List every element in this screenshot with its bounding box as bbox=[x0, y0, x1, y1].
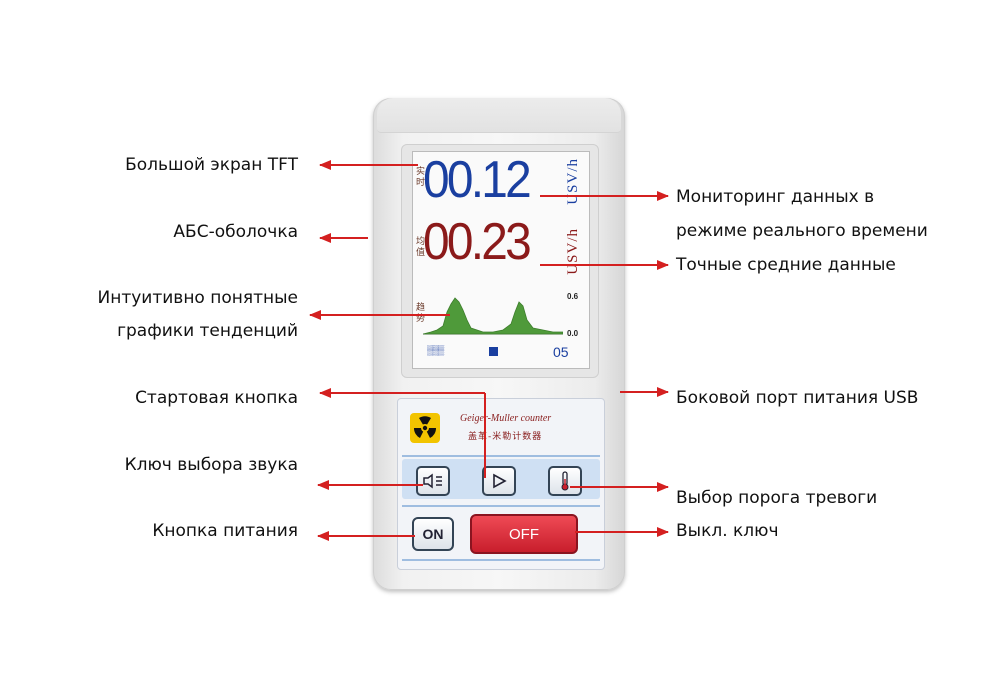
start-button[interactable] bbox=[482, 466, 516, 496]
average-value: 00.23 bbox=[423, 213, 532, 271]
stop-status-icon bbox=[489, 347, 498, 356]
label-average-data: Точные средние данные bbox=[676, 255, 896, 275]
panel-divider-top bbox=[402, 455, 600, 457]
panel-divider-bottom bbox=[402, 559, 600, 561]
screen-bezel: 实 时 00.12 USV/h 均 值 00.23 USV/h 趋 势 0.6 … bbox=[401, 144, 599, 378]
trend-tag-char-1: 趋 bbox=[416, 302, 426, 312]
realtime-value: 00.12 bbox=[423, 151, 532, 209]
average-tag-char-1: 均 bbox=[416, 236, 426, 246]
signal-icon: ▒▒▒ bbox=[427, 345, 444, 355]
sound-select-button[interactable] bbox=[416, 466, 450, 496]
counter-value: 05 bbox=[553, 344, 569, 360]
label-realtime-monitoring: Мониторинг данных в режиме реального вре… bbox=[676, 184, 928, 244]
tft-screen: 实 时 00.12 USV/h 均 值 00.23 USV/h 趋 势 0.6 … bbox=[412, 151, 590, 369]
label-tft-screen: Большой экран TFT bbox=[125, 155, 298, 175]
label-start-button: Стартовая кнопка bbox=[135, 388, 298, 408]
panel-divider-mid bbox=[402, 505, 600, 507]
power-off-button[interactable]: OFF bbox=[470, 514, 578, 554]
realtime-tag-char-2: 时 bbox=[416, 177, 426, 187]
average-tag-char-2: 值 bbox=[416, 247, 426, 257]
label-power-button: Кнопка питания bbox=[152, 521, 298, 541]
play-icon bbox=[493, 473, 507, 489]
label-trend-graphs-line2: графики тенденций bbox=[117, 321, 298, 341]
trend-tag: 趋 势 bbox=[416, 302, 426, 324]
label-realtime-line1: Мониторинг данных в bbox=[676, 187, 875, 207]
speaker-icon bbox=[423, 473, 442, 489]
label-sound-key: Ключ выбора звука bbox=[124, 455, 298, 475]
alarm-threshold-button[interactable] bbox=[548, 466, 582, 496]
label-alarm-threshold: Выбор порога тревоги bbox=[676, 488, 878, 508]
label-abs-shell: АБС-оболочка bbox=[173, 222, 298, 242]
scale-top-label: 0.6 bbox=[567, 292, 579, 301]
label-trend-graphs: Интуитивно понятные графики тенденций bbox=[40, 285, 299, 344]
realtime-tag: 实 时 bbox=[416, 166, 426, 188]
power-on-button[interactable]: ON bbox=[412, 517, 454, 551]
average-tag: 均 值 bbox=[416, 236, 426, 258]
device-top-ridge bbox=[377, 98, 621, 133]
realtime-tag-char-1: 实 bbox=[416, 166, 426, 176]
label-usb-port: Боковой порт питания USB bbox=[676, 388, 919, 408]
label-trend-graphs-line1: Интуитивно понятные bbox=[97, 288, 299, 308]
brand-subtitle: 盖革-米勒计数器 bbox=[468, 432, 543, 442]
trend-tag-char-2: 势 bbox=[416, 313, 426, 323]
thermometer-icon bbox=[561, 471, 569, 491]
radiation-hazard-icon bbox=[410, 413, 440, 443]
brand-label: Geiger-Muller counter bbox=[460, 413, 552, 424]
trend-graph bbox=[423, 297, 563, 335]
geiger-counter-device: 实 时 00.12 USV/h 均 值 00.23 USV/h 趋 势 0.6 … bbox=[373, 98, 625, 590]
label-off-key: Выкл. ключ bbox=[676, 521, 779, 541]
control-panel: Geiger-Muller counter 盖革-米勒计数器 bbox=[397, 398, 605, 570]
scale-bottom-label: 0.0 bbox=[567, 329, 579, 338]
label-realtime-line2: режиме реального времени bbox=[676, 221, 928, 241]
trend-graph-area bbox=[423, 297, 563, 335]
